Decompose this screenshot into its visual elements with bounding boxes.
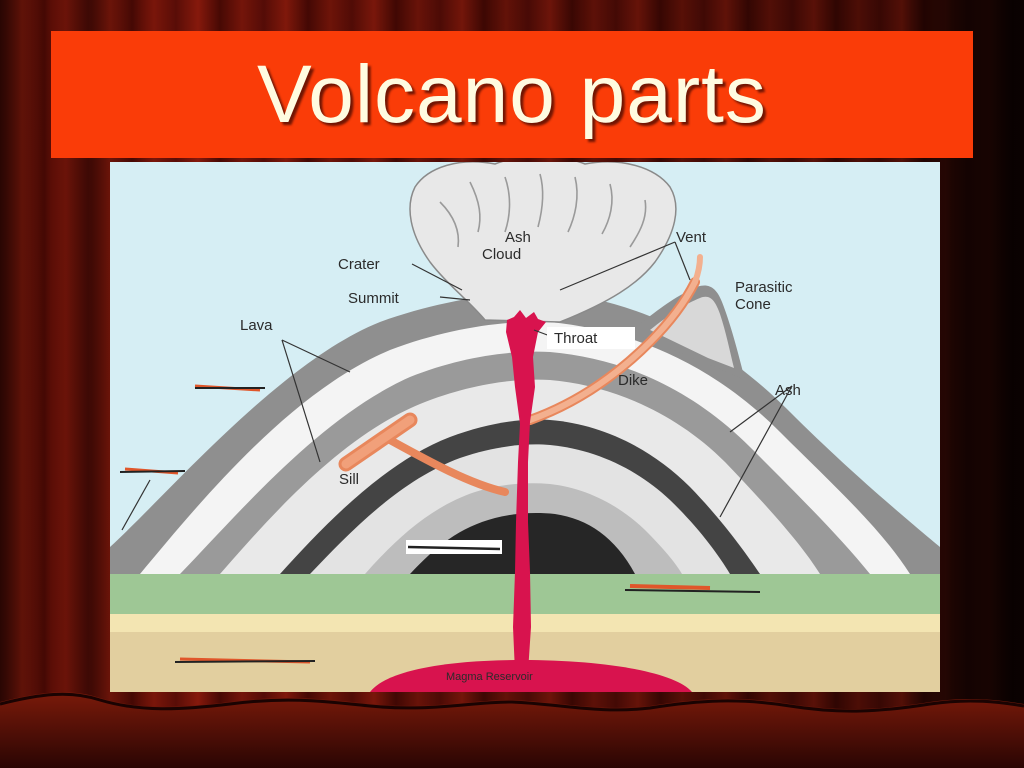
label-dike: Dike (618, 372, 648, 389)
label-throat: Throat (554, 330, 598, 347)
redacted-label-flank (194, 384, 265, 392)
ash-leader-1 (729, 385, 793, 433)
label-ash-cloud-line1: Ash (505, 229, 531, 246)
lava-leader-2 (281, 339, 321, 463)
ash-cloud (409, 162, 677, 323)
label-magma-reservoir: Magma Reservoir (446, 671, 533, 683)
label-ash-cloud-line2: Cloud (482, 246, 521, 263)
redacted-labels (119, 384, 761, 664)
redacted-label-conduit (406, 540, 502, 554)
crater-leader (411, 263, 463, 291)
title-bar: Volcano parts (51, 31, 973, 158)
slide-title: Volcano parts (257, 48, 767, 140)
curtain-valance (0, 692, 1024, 768)
lava-leader-1 (281, 339, 351, 373)
label-crater: Crater (338, 256, 380, 273)
base-leader (121, 479, 151, 531)
vent-leader-1 (559, 241, 676, 291)
volcano-diagram: Ash Cloud Vent Crater Summit Parasitic C… (110, 162, 940, 692)
throat-label-bg (547, 327, 635, 349)
magma-reservoir (370, 660, 692, 692)
label-lava: Lava (240, 317, 273, 334)
sill-branch (386, 436, 509, 496)
redacted-label-country-rock-lower (174, 657, 316, 664)
ash-leader-2 (719, 385, 793, 518)
redacted-label-base (119, 467, 186, 475)
dike-channel-highlight (527, 279, 698, 423)
leader-lines (121, 241, 793, 531)
label-sill: Sill (339, 471, 359, 488)
ash-cloud-folds (439, 173, 647, 248)
vent-tip (692, 254, 703, 285)
label-summit: Summit (348, 290, 400, 307)
label-parasitic-cone-line2: Cone (735, 296, 771, 313)
label-ash: Ash (775, 382, 801, 399)
sill-body-highlight (341, 415, 415, 469)
vent-leader-2 (674, 241, 691, 281)
label-vent: Vent (676, 229, 707, 246)
magma-conduit (506, 310, 546, 672)
summit-leader (439, 296, 471, 301)
volcano-svg: Ash Cloud Vent Crater Summit Parasitic C… (110, 162, 940, 692)
redacted-label-country-rock-upper (624, 584, 761, 593)
label-parasitic-cone-line1: Parasitic (735, 279, 793, 296)
